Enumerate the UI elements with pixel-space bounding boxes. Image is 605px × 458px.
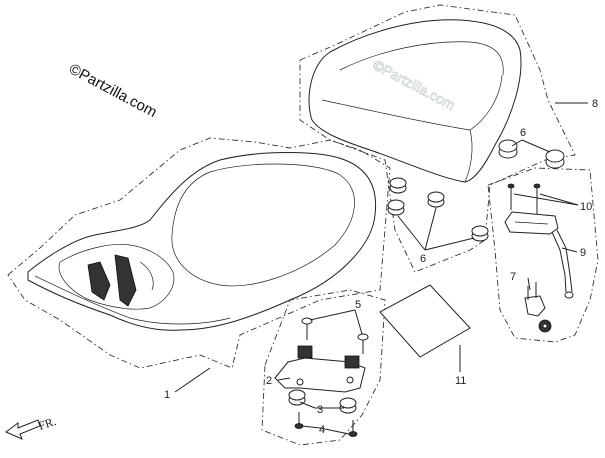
callout-6-upper: 6	[520, 127, 526, 139]
callout-9: 9	[580, 247, 586, 259]
seat-label-sticker	[379, 284, 471, 372]
front-label: FR.	[37, 414, 58, 433]
callout-4: 4	[319, 424, 325, 436]
callout-11: 11	[455, 375, 466, 387]
main-seat	[27, 152, 377, 331]
callout-8: 8	[592, 98, 598, 110]
front-direction-indicator: FR.	[5, 414, 58, 440]
callout-5: 5	[355, 299, 361, 311]
bracket-group-outline	[261, 289, 386, 446]
leader-1	[174, 367, 211, 393]
callout-3: 3	[317, 404, 323, 416]
lock-group-outline	[487, 167, 599, 343]
rear-seat-group-outline	[299, 4, 576, 273]
leader-2	[277, 377, 291, 381]
rear-seat	[308, 19, 522, 183]
callout-10: 10	[580, 201, 592, 213]
seat-lock-assembly	[504, 183, 579, 333]
callout-6-lower: 6	[420, 253, 426, 265]
watermark-text: ©Partzilla.com	[66, 61, 160, 122]
main-seat-group-outline	[7, 137, 391, 369]
callout-1: 1	[164, 389, 170, 401]
callout-7: 7	[510, 271, 516, 283]
rubber-dampers	[387, 139, 565, 251]
seat-bracket	[274, 345, 366, 393]
callout-2: 2	[266, 375, 272, 387]
bolts-and-bushings	[288, 309, 369, 437]
front-arrow-icon	[5, 419, 41, 440]
